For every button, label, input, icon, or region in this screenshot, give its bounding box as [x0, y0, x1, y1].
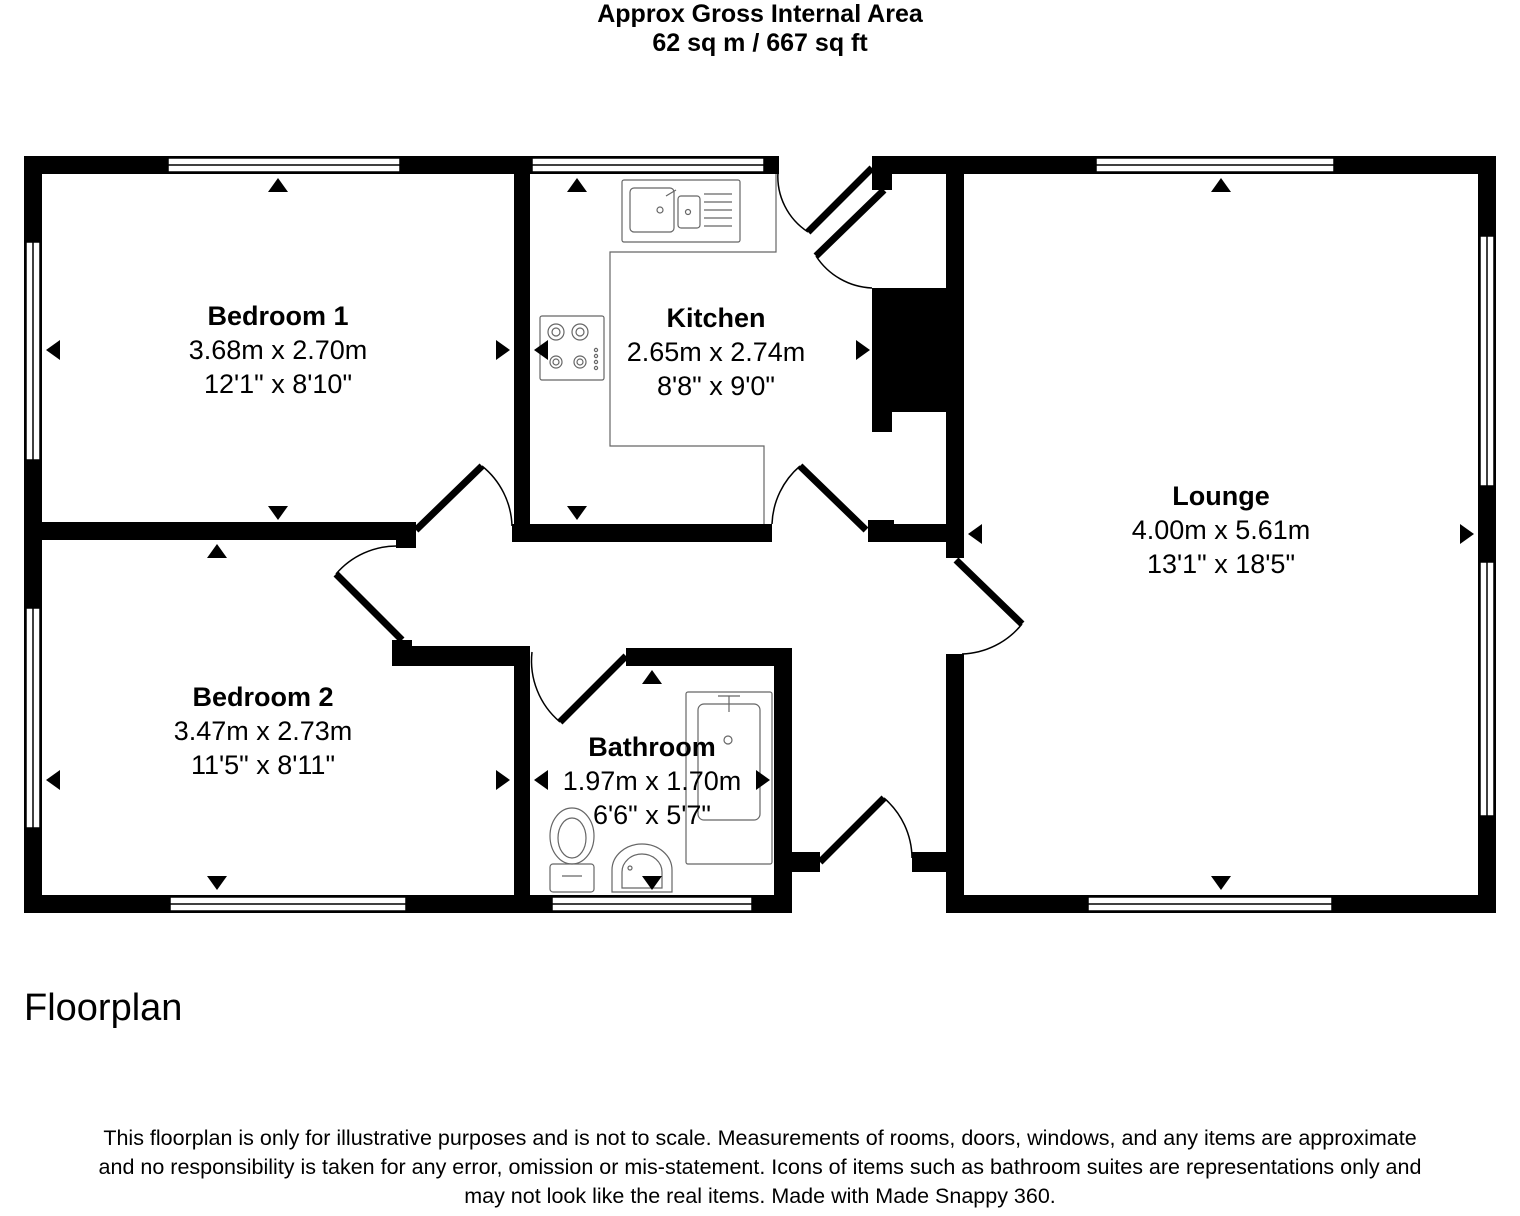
basin-icon: [611, 843, 673, 893]
room-name: Lounge: [1172, 481, 1269, 511]
arrow-kitchen-down: [567, 506, 587, 520]
arrow-bath-down: [642, 876, 662, 890]
area-header: Approx Gross Internal Area 62 sq m / 667…: [0, 0, 1520, 58]
floorplan-subtitle: Floorplan: [24, 987, 183, 1029]
window-lounge-right-upper: [1479, 235, 1495, 487]
wall-kitchen-door-stub: [872, 156, 892, 190]
window-kitchen-top: [531, 157, 765, 173]
room-imperial: 13'1" x 18'5": [1147, 549, 1295, 579]
arrow-kitchen-up: [567, 178, 587, 192]
wall-bath-top: [626, 648, 792, 666]
arrow-bath-right: [756, 770, 770, 790]
arrow-kitchen-left: [534, 340, 548, 360]
disclaimer-line-1: This floorplan is only for illustrative …: [103, 1126, 1417, 1150]
bath-icon: [685, 691, 773, 865]
disclaimer-line-2: and no responsibility is taken for any e…: [98, 1155, 1422, 1179]
room-labels: Bedroom 1 3.68m x 2.70m 12'1" x 8'10" Ki…: [174, 301, 1311, 830]
room-name: Kitchen: [666, 303, 765, 333]
room-bathroom: Bathroom 1.97m x 1.70m 6'6" x 5'7": [563, 732, 742, 830]
arrow-bed2-down: [207, 876, 227, 890]
room-name: Bathroom: [588, 732, 716, 762]
room-imperial: 12'1" x 8'10": [204, 369, 352, 399]
window-lounge-right-lower: [1479, 561, 1495, 817]
doors: [333, 165, 1025, 865]
window-bed2-left: [25, 607, 41, 829]
room-imperial: 11'5" x 8'11": [191, 750, 335, 780]
window-lounge-top: [1095, 157, 1335, 173]
wall-front-door-right: [912, 852, 964, 872]
window-bed1-top: [167, 157, 401, 173]
room-name: Bedroom 2: [192, 682, 333, 712]
arrow-lounge-left: [968, 524, 982, 544]
room-bedroom-2: Bedroom 2 3.47m x 2.73m 11'5" x 8'11": [174, 682, 353, 780]
room-metric: 4.00m x 5.61m: [1132, 515, 1311, 545]
arrow-bed2-left: [46, 770, 60, 790]
window-bed1-left: [25, 241, 41, 461]
room-metric: 3.68m x 2.70m: [189, 335, 368, 365]
room-imperial: 8'8" x 9'0": [657, 371, 775, 401]
room-bedroom-1: Bedroom 1 3.68m x 2.70m 12'1" x 8'10": [189, 301, 368, 399]
door-kitchen-back: [777, 165, 875, 235]
area-value: 62 sq m / 667 sq ft: [652, 29, 868, 57]
room-name: Bedroom 1: [207, 301, 348, 331]
arrow-bed1-left: [46, 340, 60, 360]
room-metric: 3.47m x 2.73m: [174, 716, 353, 746]
door-front: [817, 795, 913, 865]
room-metric: 1.97m x 1.70m: [563, 766, 742, 796]
chimney-jamb: [872, 380, 892, 432]
wall-bath-right: [774, 648, 792, 913]
arrow-bed1-up: [268, 178, 288, 192]
door-bedroom1: [413, 463, 513, 533]
arrow-bed1-right: [496, 340, 510, 360]
arrow-bed2-up: [207, 544, 227, 558]
windows: [25, 157, 1495, 912]
arrow-lounge-down: [1211, 876, 1231, 890]
wall-bed2-bath: [514, 648, 530, 913]
door-lounge: [953, 557, 1025, 655]
kitchen-hob-icon: [539, 315, 605, 381]
door-hall-kitchen-top: [813, 187, 887, 289]
wall-kitchen-jamb: [868, 520, 894, 542]
window-bed2-bottom: [169, 896, 407, 912]
window-bath-bottom: [551, 896, 753, 912]
disclaimer: This floorplan is only for illustrative …: [0, 1124, 1520, 1211]
arrow-bed1-down: [268, 506, 288, 520]
room-imperial: 6'6" x 5'7": [593, 800, 711, 830]
arrow-kitchen-right: [856, 340, 870, 360]
disclaimer-line-3: may not look like the real items. Made w…: [464, 1184, 1056, 1208]
wall-bed1-bottom: [24, 522, 416, 540]
arrow-bath-up: [642, 670, 662, 684]
arrow-lounge-right: [1460, 524, 1474, 544]
room-kitchen: Kitchen 2.65m x 2.74m 8'8" x 9'0": [627, 303, 806, 401]
area-title: Approx Gross Internal Area: [597, 0, 923, 28]
wall-kitchen-bottom-left: [512, 524, 772, 542]
window-lounge-bottom: [1087, 896, 1333, 912]
arrow-bed2-right: [496, 770, 510, 790]
wall-lounge-left-lower: [946, 654, 964, 913]
door-bathroom: [530, 651, 629, 725]
wall-front-door-left: [774, 852, 820, 872]
wall-bed1-jamb: [396, 522, 416, 548]
wall-hall-bottom: [392, 646, 530, 666]
wall-hall-jamb: [392, 640, 412, 666]
door-kitchen: [771, 463, 869, 533]
door-bedroom2: [333, 545, 405, 643]
dimension-arrows: [46, 178, 1474, 890]
toilet-icon: [549, 807, 595, 893]
room-lounge: Lounge 4.00m x 5.61m 13'1" x 18'5": [1132, 481, 1311, 579]
wall-lounge-left-upper: [946, 156, 964, 558]
wall-bed1-kitchen: [514, 156, 530, 528]
arrow-lounge-up: [1211, 178, 1231, 192]
kitchen-worktop: [609, 174, 777, 524]
kitchen-sink-icon: [621, 179, 741, 243]
fixtures: [539, 174, 777, 893]
arrow-bath-left: [534, 770, 548, 790]
room-metric: 2.65m x 2.74m: [627, 337, 806, 367]
